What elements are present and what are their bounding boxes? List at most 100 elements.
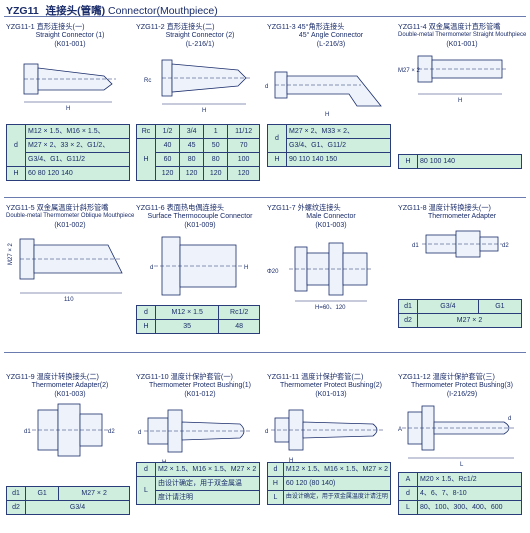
spec-value: 120: [227, 166, 260, 181]
svg-text:d2: d2: [108, 429, 115, 435]
item-english-name: Double-metal Thermometer Oblique Mouthpi…: [6, 213, 135, 219]
item-yzg11-1: YZG11-1 直形连接头(一) Straight Connector (1) …: [4, 22, 134, 181]
spec-table: d1 G1 M27 × 2 d2 G3/4: [6, 486, 130, 515]
drawing-straight-connector-1: H: [4, 50, 134, 122]
svg-text:d: d: [265, 429, 268, 435]
item-model: (K01-003): [54, 391, 86, 398]
svg-text:A: A: [398, 427, 402, 433]
svg-text:Φ20: Φ20: [267, 269, 279, 275]
item-model: (K01-013): [315, 391, 347, 398]
item-code: YZG11-11 温度计保护套管(二): [267, 372, 364, 381]
item-english-name: Thermometer Adapter(2): [31, 382, 109, 389]
row-label-l: L: [267, 490, 284, 505]
spec-value: 度计请注明: [155, 490, 260, 505]
row-label-h: H: [136, 138, 156, 181]
spec-table: H 80 100 140: [398, 154, 522, 169]
svg-text:H: H: [458, 98, 462, 104]
item-code: YZG11-1 直形连接头(一): [6, 22, 85, 31]
spec-value: G1: [477, 299, 523, 314]
row-label-h: H: [398, 154, 418, 169]
svg-text:M27 × 2: M27 × 2: [8, 242, 14, 265]
row-label-d: d: [267, 462, 284, 477]
spec-value: 60 120 (80 140): [282, 476, 392, 491]
svg-text:d: d: [150, 265, 153, 271]
spec-value: G1: [24, 486, 60, 501]
row-label-d1: d1: [398, 299, 418, 314]
item-english-name: Thermometer Protect Bushing(3): [411, 382, 513, 389]
spec-value: 50: [203, 138, 229, 153]
spec-value: 80 100 140: [417, 154, 522, 169]
spec-table: d M12 × 1.5、M16 × 1.5、M27 × 2 H 60 120 (…: [267, 462, 392, 505]
row-label-d: d: [398, 486, 418, 501]
spec-value: M27 × 2: [417, 313, 522, 328]
svg-text:M27 × 2: M27 × 2: [398, 68, 421, 74]
item-english-name: Double-metal Thermometer Straight Mouthp…: [398, 32, 527, 38]
item-model: (L-216/1): [185, 41, 215, 48]
item-code: YZG11-4 双金属温度计直形管嘴: [398, 22, 501, 31]
item-yzg11-9: YZG11-9 温度计转换接头(二) Thermometer Adapter(2…: [4, 372, 134, 522]
item-english-name: Straight Connector (1): [35, 32, 105, 39]
spec-value: 3/4: [179, 124, 205, 139]
title-cn: 连接头(管嘴): [45, 5, 106, 17]
item-english-name: Thermometer Adapter: [427, 213, 497, 220]
row-label-d2: d2: [398, 313, 418, 328]
row-label-h: H: [6, 166, 26, 181]
rule-row-2: [4, 197, 526, 198]
spec-value: 60 80 120 140: [25, 166, 130, 181]
svg-text:d: d: [508, 416, 511, 422]
spec-value: 60: [154, 152, 181, 167]
item-english-name: Male Connector: [306, 213, 356, 220]
spec-value: 40: [154, 138, 181, 153]
row-label-h: H: [267, 152, 287, 167]
item-model: (K01-009): [184, 222, 216, 229]
spec-value: 120: [154, 166, 181, 181]
drawing-thermometer-adapter-1: d1 d2: [396, 225, 526, 297]
title-en: Connector(Mouthpiece): [108, 5, 218, 17]
row-label-l: L: [398, 500, 418, 515]
item-yzg11-5: YZG11-5 双金属温度计斜形管嘴 Double-metal Thermome…: [4, 203, 134, 353]
row-label-h: H: [267, 476, 284, 491]
row-label-d: d: [136, 305, 156, 320]
svg-text:H: H: [66, 106, 70, 112]
spec-value: 4、6、7、8-10: [417, 486, 522, 501]
spec-value: 120: [203, 166, 229, 181]
item-model: (K01-003): [315, 222, 347, 229]
svg-text:H: H: [202, 108, 206, 114]
svg-text:d: d: [138, 430, 141, 436]
drawing-protect-bushing-2: d H: [265, 400, 395, 472]
spec-value: 80: [179, 152, 205, 167]
spec-table: A M20 × 1.5、Rc1/2 d 4、6、7、8-10 L 80、100、…: [398, 472, 522, 515]
spec-value: 100: [227, 152, 260, 167]
item-yzg11-7: YZG11-7 外螺纹连接头 Male Connector (K01-003) …: [265, 203, 395, 353]
row-label-d: d: [136, 462, 156, 477]
item-yzg11-4: YZG11-4 双金属温度计直形管嘴 Double-metal Thermome…: [396, 22, 526, 172]
spec-value: G3/4、G1、G11/2: [286, 138, 391, 153]
spec-value: M27 × 2: [58, 486, 130, 501]
row-label-rc: Rc: [136, 124, 156, 139]
title-code: YZG11: [6, 5, 39, 17]
spec-value: 11/12: [227, 124, 260, 139]
row-label-d2: d2: [6, 500, 26, 515]
row-label-l: L: [136, 476, 156, 505]
item-model: (K01-002): [54, 222, 86, 229]
spec-value: G3/4: [25, 500, 130, 515]
row-label-h: H: [136, 319, 156, 334]
svg-text:d1: d1: [24, 429, 31, 435]
svg-text:L: L: [460, 462, 464, 468]
drawing-protect-bushing-3: A d L: [396, 400, 526, 472]
spec-value: M12 × 1.5: [154, 305, 220, 320]
row-label-d1: d1: [6, 486, 26, 501]
drawing-bimetal-straight-mouthpiece: M27 × 2 H: [396, 50, 526, 122]
spec-table: Rc 1/2 3/4 1 11/12 H 40 45 50 70 60 80 8…: [136, 124, 260, 181]
spec-value: 70: [227, 138, 260, 153]
spec-value: M27 × 2、33 × 2、G1/2、: [25, 138, 130, 153]
item-code: YZG11-8 温度计转换接头(一): [398, 203, 491, 212]
item-code: YZG11-9 温度计转换接头(二): [6, 372, 99, 381]
spec-value: M20 × 1.5、Rc1/2: [417, 472, 522, 487]
spec-value: 1/2: [154, 124, 181, 139]
item-english-name: Thermometer Protect Bushing(2): [280, 382, 382, 389]
item-model: (I-216/29): [446, 391, 478, 398]
spec-value: 35: [154, 319, 220, 334]
spec-table: d M27 × 2、M33 × 2、 G3/4、G1、G11/2 H 90 11…: [267, 124, 391, 167]
page-title: YZG11 连接头(管嘴) Connector(Mouthpiece): [6, 3, 218, 18]
